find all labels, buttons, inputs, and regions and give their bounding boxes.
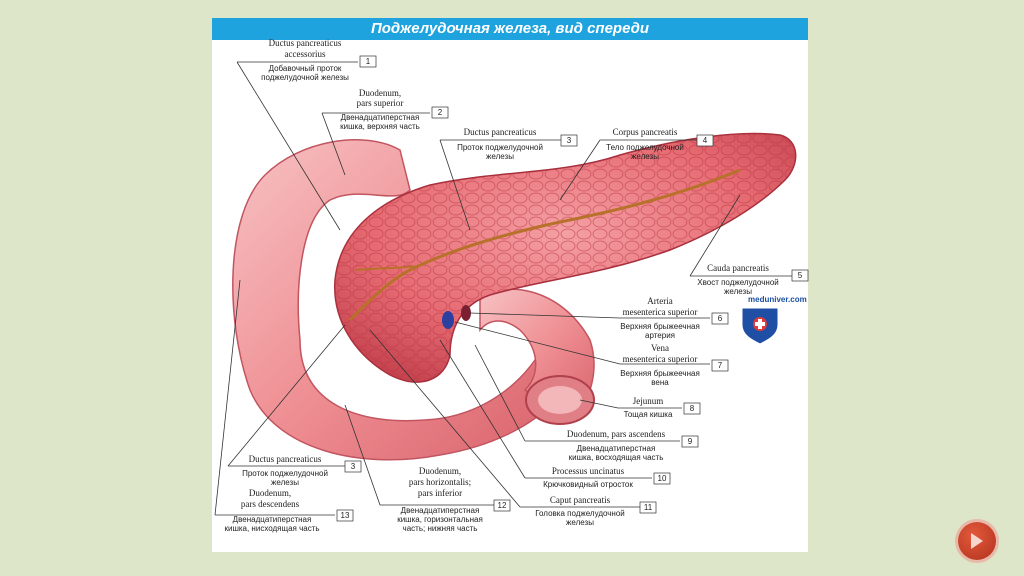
svg-text:поджелудочной железы: поджелудочной железы xyxy=(261,73,349,82)
svg-text:5: 5 xyxy=(798,271,803,280)
svg-text:Двенадцатиперстная: Двенадцатиперстная xyxy=(233,515,312,524)
svg-text:2: 2 xyxy=(438,108,443,117)
svg-text:Duodenum,: Duodenum, xyxy=(419,466,461,476)
label-2: Duodenum, pars superior Двенадцатиперстн… xyxy=(340,88,449,131)
svg-text:pars superior: pars superior xyxy=(357,98,404,108)
svg-text:Двенадцатиперстная: Двенадцатиперстная xyxy=(341,113,420,122)
svg-text:Крючковидный отросток: Крючковидный отросток xyxy=(543,480,633,489)
svg-text:железы: железы xyxy=(271,478,299,487)
svg-text:4: 4 xyxy=(703,136,708,145)
svg-text:Ductus pancreaticus: Ductus pancreaticus xyxy=(464,127,537,137)
svg-text:Двенадцатиперстная: Двенадцатиперстная xyxy=(577,444,656,453)
svg-text:Duodenum,: Duodenum, xyxy=(249,488,291,498)
svg-text:Vena: Vena xyxy=(651,343,669,353)
svg-text:13: 13 xyxy=(341,511,350,520)
label-12: Duodenum, pars horizontalis; pars inferi… xyxy=(397,466,511,533)
svg-text:Jejunum: Jejunum xyxy=(633,396,664,406)
svg-text:mesenterica superior: mesenterica superior xyxy=(623,354,698,364)
svg-text:Головка поджелудочной: Головка поджелудочной xyxy=(535,509,625,518)
svg-text:pars horizontalis;: pars horizontalis; xyxy=(409,477,471,487)
svg-text:11: 11 xyxy=(644,503,653,512)
svg-text:Ductus pancreaticus: Ductus pancreaticus xyxy=(269,38,342,48)
label-3-top: Ductus pancreaticus Проток поджелудочной… xyxy=(457,127,578,161)
svg-text:железы: железы xyxy=(631,152,659,161)
title-bar xyxy=(212,18,808,40)
svg-text:accessorius: accessorius xyxy=(285,49,326,59)
jejunum-lumen-inner xyxy=(538,386,582,414)
label-8: Jejunum Тощая кишка 8 xyxy=(624,396,701,419)
svg-text:кишка, нисходящая часть: кишка, нисходящая часть xyxy=(224,524,319,533)
svg-text:Duodenum,: Duodenum, xyxy=(359,88,401,98)
accessory-duct xyxy=(354,265,421,271)
svg-text:кишка, восходящая часть: кишка, восходящая часть xyxy=(569,453,664,462)
svg-text:артерия: артерия xyxy=(645,331,675,340)
label-4: Corpus pancreatis Тело поджелудочной жел… xyxy=(606,127,714,161)
label-7: Vena mesenterica superior Верхняя брыжее… xyxy=(620,343,729,387)
svg-text:6: 6 xyxy=(718,314,723,323)
svg-text:7: 7 xyxy=(718,361,723,370)
svg-text:Caput pancreatis: Caput pancreatis xyxy=(550,495,611,505)
mesenteric-vein xyxy=(461,305,471,321)
svg-text:Верхняя брыжеечная: Верхняя брыжеечная xyxy=(620,322,700,331)
svg-text:9: 9 xyxy=(688,437,693,446)
label-9: Duodenum, pars ascendens Двенадцатиперст… xyxy=(567,429,699,462)
svg-text:pars descendens: pars descendens xyxy=(241,499,300,509)
label-10: Processus uncinatus Крючковидный отросто… xyxy=(543,466,671,489)
svg-text:часть; нижняя часть: часть; нижняя часть xyxy=(403,524,478,533)
svg-text:Тело поджелудочной: Тело поджелудочной xyxy=(606,143,684,152)
svg-text:10: 10 xyxy=(658,474,667,483)
svg-text:Corpus pancreatis: Corpus pancreatis xyxy=(613,127,678,137)
svg-text:1: 1 xyxy=(366,57,371,66)
svg-text:Хвост поджелудочной: Хвост поджелудочной xyxy=(697,278,779,287)
svg-text:вена: вена xyxy=(651,378,669,387)
svg-text:Duodenum, pars ascendens: Duodenum, pars ascendens xyxy=(567,429,666,439)
label-5: Cauda pancreatis Хвост поджелудочной жел… xyxy=(697,263,809,296)
svg-text:железы: железы xyxy=(566,518,594,527)
svg-text:кишка, горизонтальная: кишка, горизонтальная xyxy=(397,515,483,524)
pancreatic-duct xyxy=(348,168,741,322)
svg-text:железы: железы xyxy=(724,287,752,296)
svg-text:Проток поджелудочной: Проток поджелудочной xyxy=(242,469,328,478)
svg-text:Arteria: Arteria xyxy=(647,296,672,306)
label-3-bottom: Ductus pancreaticus Проток поджелудочной… xyxy=(242,454,362,487)
svg-text:Добавочный проток: Добавочный проток xyxy=(269,64,342,73)
svg-text:8: 8 xyxy=(690,404,695,413)
next-slide-button[interactable] xyxy=(958,522,996,560)
arrow-right-icon xyxy=(971,533,983,549)
svg-text:Тощая кишка: Тощая кишка xyxy=(624,410,673,419)
svg-text:3: 3 xyxy=(567,136,572,145)
svg-text:кишка, верхняя часть: кишка, верхняя часть xyxy=(340,122,420,131)
mesenteric-artery xyxy=(442,311,454,329)
svg-text:Верхняя брыжеечная: Верхняя брыжеечная xyxy=(620,369,700,378)
diagram-title: Поджелудочная железа, вид спереди xyxy=(370,20,650,37)
label-1: Ductus pancreaticus accessorius Добавочн… xyxy=(261,38,377,82)
svg-text:Проток поджелудочной: Проток поджелудочной xyxy=(457,143,543,152)
watermark: meduniver.com xyxy=(748,295,807,304)
svg-text:железы: железы xyxy=(486,152,514,161)
leader-lines xyxy=(214,61,795,516)
svg-text:3: 3 xyxy=(351,462,356,471)
svg-text:mesenterica superior: mesenterica superior xyxy=(623,307,698,317)
svg-text:Ductus pancreaticus: Ductus pancreaticus xyxy=(249,454,322,464)
label-6: Arteria mesenterica superior Верхняя бры… xyxy=(620,296,729,340)
label-13: Duodenum, pars descendens Двенадцатиперс… xyxy=(224,488,354,533)
label-11: Caput pancreatis Головка поджелудочной ж… xyxy=(535,495,657,527)
svg-text:Двенадцатиперстная: Двенадцатиперстная xyxy=(401,506,480,515)
svg-text:12: 12 xyxy=(498,501,507,510)
svg-text:Cauda pancreatis: Cauda pancreatis xyxy=(707,263,769,273)
svg-text:pars inferior: pars inferior xyxy=(418,488,462,498)
svg-text:Processus uncinatus: Processus uncinatus xyxy=(552,466,625,476)
